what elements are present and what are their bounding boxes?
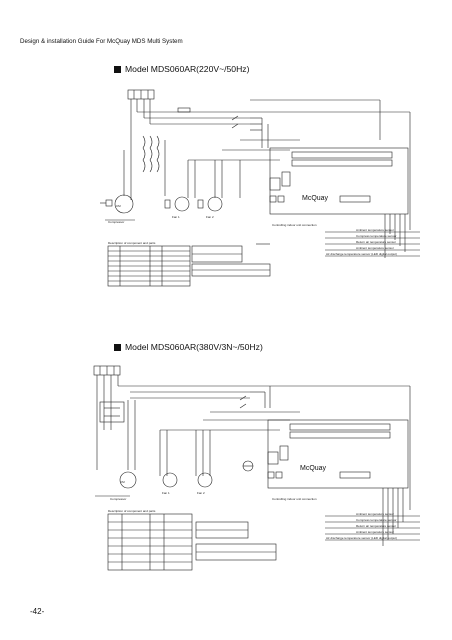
fan-1-label-2: Fan 1 — [162, 491, 170, 495]
diagram-1-title: Model MDS060AR(220V~/50Hz) — [114, 64, 249, 74]
fan-1-label-1: Fan 1 — [172, 215, 180, 219]
sensor-1-1: Ambient temperature sensor — [356, 228, 394, 232]
diagram-2-title: Model MDS060AR(380V/3N~/50Hz) — [114, 342, 263, 352]
controller-note-2: Controlling indoor unit connection — [272, 497, 317, 501]
fan-2-label-2: Fan 2 — [197, 491, 205, 495]
compressor-symbol-1: CM — [116, 204, 121, 208]
contactor — [99, 401, 125, 423]
diagram-1-title-text: Model MDS060AR(220V~/50Hz) — [125, 64, 250, 74]
brand-label-2: McQuay — [300, 465, 327, 472]
page-number: -42- — [30, 607, 45, 616]
bullet-square-icon — [114, 66, 121, 73]
compressor-label-2: Compressor — [110, 497, 126, 501]
table-title-1: Description of component and parts — [108, 241, 156, 245]
sensor-2-2: Compress temperature sensor — [356, 518, 397, 522]
table-title-2: Description of component and parts — [108, 509, 156, 513]
compressor-icon — [119, 471, 137, 489]
fan-2-motor-icon — [197, 472, 213, 488]
sensor-1-4: Ambient temperature sensor — [356, 246, 394, 250]
fan-2-motor-icon — [207, 196, 223, 212]
bullet-square-icon — [114, 344, 121, 351]
compressor-icon — [114, 194, 134, 214]
sensor-2-5: Air discharge temperature sensor (LED di… — [326, 536, 397, 540]
controller-note-1: Controlling indoor unit connection — [272, 223, 317, 227]
compressor-label-1: Compressor — [108, 220, 124, 224]
sensor-1-5: Air discharge temperature sensor (LED di… — [326, 252, 397, 256]
brand-label-1: McQuay — [302, 195, 329, 202]
fan-1-motor-icon — [174, 196, 190, 212]
sensor-1-3: Return air temperature sensor — [356, 240, 396, 244]
fuse — [177, 107, 191, 113]
sensor-2-3: Return air temperature sensor — [356, 524, 396, 528]
diagram-2-title-text: Model MDS060AR(380V/3N~/50Hz) — [125, 342, 263, 352]
fan-2-label-1: Fan 2 — [206, 215, 214, 219]
page-header: Design & installation Guide For McQuay M… — [20, 38, 183, 45]
sensor-1-2: Compress temperature sensor — [356, 234, 397, 238]
sensor-2-4: Ambient temperature sensor — [356, 530, 394, 534]
compressor-symbol-2: CM — [120, 480, 125, 484]
sensor-2-1: Ambient temperature sensor — [356, 512, 394, 516]
fan-1-motor-icon — [162, 472, 178, 488]
